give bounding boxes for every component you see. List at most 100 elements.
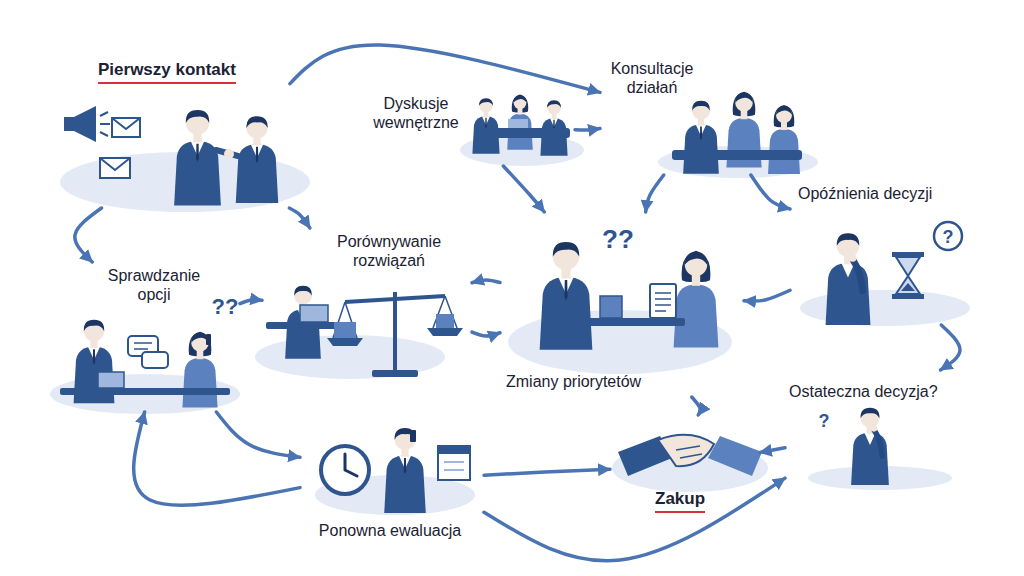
flow-arrow [472, 332, 500, 336]
flow-arrow [484, 469, 610, 475]
handshake-icon [618, 435, 762, 476]
priority-change-scene-part [600, 296, 622, 318]
consultation-scene-part [768, 105, 800, 174]
first-contact-scene-part [236, 116, 279, 203]
question-mark: ?? [210, 294, 240, 320]
comparison-scene-part [334, 322, 356, 338]
checking-options-scene-part [60, 388, 230, 395]
comparison-scene-part [345, 296, 445, 302]
scene-label: Ponowna ewaluacja [300, 521, 480, 540]
flow-arrow [941, 325, 961, 370]
consultation-scene [672, 92, 802, 174]
flow-arrow [751, 175, 790, 209]
flow-arrow [289, 208, 310, 228]
first-contact-scene-part [100, 158, 130, 170]
scene-node: Porównywanie rozwiązań [262, 228, 472, 378]
flow-arrow [503, 166, 544, 212]
internal-discussion-scene-part [508, 119, 528, 128]
scene-node: Pierwszy kontakt [60, 58, 290, 208]
flow-arrow [75, 208, 102, 262]
comparison-scene-part [327, 338, 363, 346]
scene-label: Zakup [655, 489, 705, 513]
background-blobs-part [255, 335, 445, 379]
comparison-scene-part [393, 292, 397, 372]
reevaluation-scene-part [444, 462, 464, 470]
flow-arrow [290, 45, 600, 92]
decision-delay-scene [826, 222, 962, 325]
question-mark: ? [940, 226, 956, 248]
internal-discussion-scene [472, 95, 570, 156]
consultation-scene-part [683, 101, 719, 174]
question-mark-slot: ? [940, 226, 956, 248]
internal-discussion-scene-part [507, 95, 533, 150]
flow-arrow [692, 397, 701, 415]
reevaluation-scene-part [438, 446, 470, 454]
reevaluation-scene-part [321, 446, 369, 494]
flow-arrow [240, 300, 262, 304]
reevaluation-scene-part [345, 454, 357, 476]
handshake-icon-part [708, 436, 762, 476]
scene-label: Sprawdzanie opcji [102, 266, 206, 304]
checking-options-scene-part [142, 352, 168, 368]
handshake-icon-part [676, 446, 702, 458]
final-decision-scene-part [851, 408, 889, 485]
final-decision-scene [851, 408, 889, 485]
scene-label: Zmiany priorytetów [506, 372, 744, 391]
question-mark-slot: ? [816, 410, 832, 432]
flow-arrow [472, 280, 500, 283]
flow-arrow [575, 128, 600, 130]
flow-arrow [216, 412, 300, 457]
scene-node: Zakup [610, 415, 760, 517]
checking-options-scene-part [134, 343, 152, 349]
comparison-scene-part [436, 314, 454, 328]
checking-options-scene-part [98, 372, 124, 388]
flow-arrow [134, 412, 300, 505]
decision-delay-scene-part [901, 283, 915, 291]
handshake-icon-part [658, 435, 714, 466]
first-contact-scene-part [224, 149, 234, 159]
comparison-scene-part [427, 328, 463, 336]
priority-change-scene-part [655, 293, 671, 311]
scene-label: Porównywanie rozwiązań [324, 232, 454, 270]
reevaluation-scene-part [384, 428, 426, 513]
scene-node: Sprawdzanie opcji [40, 262, 240, 412]
scene-node: Ponowna ewaluacja [300, 415, 484, 545]
first-contact-scene-part [72, 106, 96, 142]
scene-label: Dyskusje wewnętrzne [366, 94, 466, 132]
first-contact-scene-part [100, 158, 130, 178]
scene-node: Opóźnienia decyzji [790, 180, 984, 325]
scene-label: Opóźnienia decyzji [798, 184, 984, 203]
background-blobs-part [800, 290, 970, 326]
priority-change-scene-part [540, 242, 593, 350]
first-contact-scene-part [100, 112, 110, 136]
priority-change-scene [540, 242, 719, 350]
scene-label: Pierwszy kontakt [98, 60, 236, 84]
first-contact-scene-part [112, 118, 140, 137]
reevaluation-scene-part [438, 446, 470, 480]
scene-node: Zmiany priorytetów [500, 212, 744, 397]
flow-arrow [760, 448, 785, 453]
question-mark: ? [816, 410, 832, 432]
consultation-scene-part [672, 150, 802, 160]
question-mark-slot: ?? [600, 224, 636, 254]
question-mark-slot: ?? [210, 294, 240, 320]
comparison-scene-part [300, 305, 328, 322]
reevaluation-scene [321, 428, 470, 513]
scene-label: Ostateczna decyzja? [789, 382, 979, 401]
flow-arrow [484, 478, 785, 561]
first-contact-scene [64, 106, 278, 206]
question-mark: ?? [600, 224, 636, 254]
scene-node: Dyskusje wewnętrzne [360, 88, 575, 166]
checking-options-scene [60, 320, 230, 408]
flow-arrow [646, 175, 664, 212]
scene-label: Konsultacje działań [602, 59, 702, 97]
comparison-scene-part [372, 370, 418, 377]
decision-delay-scene-part [934, 222, 962, 250]
first-contact-scene-part [174, 110, 221, 206]
internal-discussion-scene-part [476, 128, 570, 138]
